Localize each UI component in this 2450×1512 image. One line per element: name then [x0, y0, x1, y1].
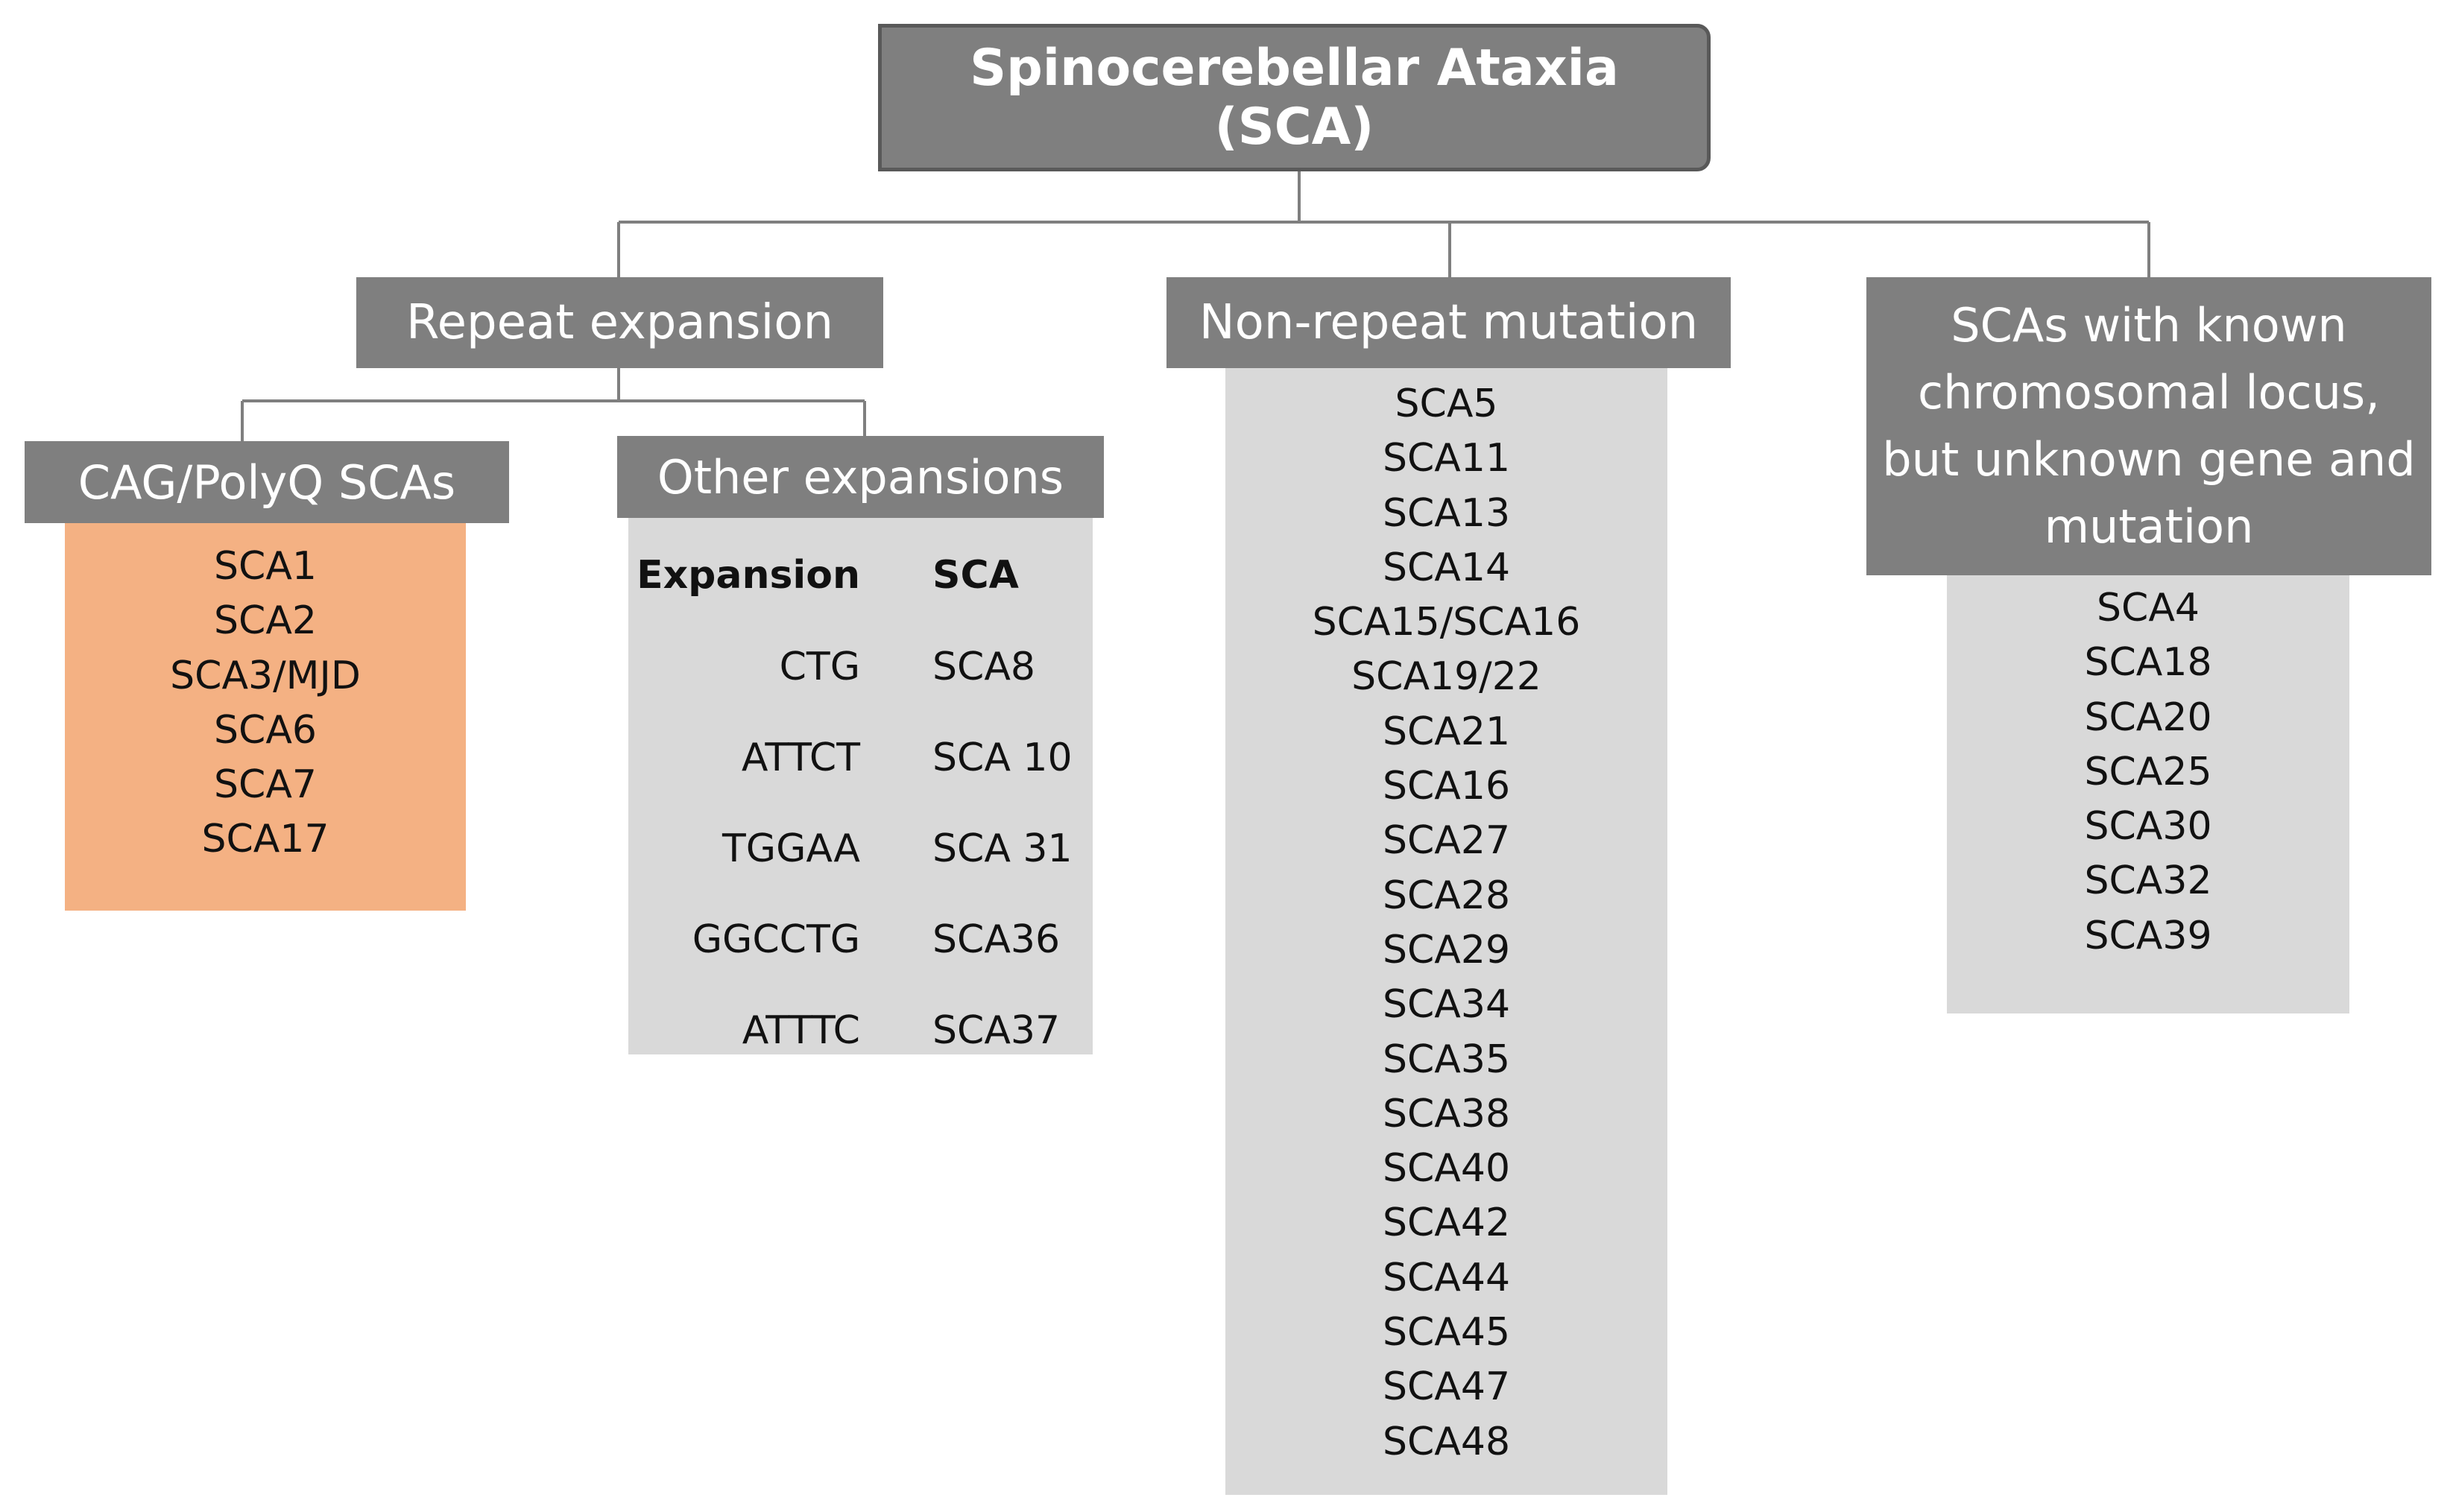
list-item: SCA28 [1382, 873, 1511, 918]
list-item: SCA17 [201, 817, 329, 862]
nonrepeat-panel [1225, 368, 1667, 1495]
unknown-gene-header: SCAs with known chromosomal locus, but u… [1866, 277, 2431, 575]
expansion-cell: ATTCT [741, 736, 860, 780]
nonrepeat-list: SCA5 SCA11 SCA13 SCA14 SCA15/SCA16 SCA19… [1225, 377, 1667, 1470]
list-item: SCA2 [214, 598, 317, 644]
unknown-gene-panel [1947, 574, 2349, 1013]
table-row: ATTCT SCA 10 [628, 732, 1093, 784]
list-item: SCA30 [2084, 804, 2212, 850]
list-item: SCA35 [1382, 1037, 1511, 1082]
cag-polyq-list: SCA1 SCA2 SCA3/MJD SCA6 SCA7 SCA17 [65, 540, 466, 867]
list-item: SCA47 [1382, 1364, 1511, 1410]
repeat-expansion-header: Repeat expansion [356, 277, 883, 368]
list-item: SCA40 [1382, 1146, 1511, 1192]
table-row: ATTTC SCA37 [628, 1005, 1093, 1057]
list-item: SCA3/MJD [170, 653, 361, 698]
list-item: SCA42 [1382, 1201, 1511, 1246]
other-expansions-title: Other expansions [657, 449, 1064, 504]
list-item: SCA20 [2084, 695, 2212, 740]
sca-cell: SCA37 [932, 1008, 1061, 1053]
sca-cell: SCA 31 [932, 826, 1073, 871]
table-header-row: Expansion SCA [628, 549, 1093, 601]
sca-cell: SCA36 [932, 917, 1061, 962]
list-item: SCA18 [2084, 640, 2212, 686]
expansion-cell: CTG [779, 645, 860, 689]
list-item: SCA32 [2084, 858, 2212, 904]
nonrepeat-mutation-title: Non-repeat mutation [1199, 295, 1699, 350]
list-item: SCA44 [1382, 1255, 1511, 1300]
other-expansions-panel: Expansion SCA CTG SCA8 ATTCT SCA 10 TGGA… [628, 516, 1093, 1054]
cag-polyq-panel [65, 522, 466, 911]
list-item: SCA14 [1382, 545, 1511, 590]
nonrepeat-mutation-header: Non-repeat mutation [1166, 277, 1731, 368]
sca-cell: SCA 10 [932, 736, 1073, 780]
list-item: SCA39 [2084, 913, 2212, 958]
list-item: SCA34 [1382, 982, 1511, 1028]
list-item: SCA45 [1382, 1310, 1511, 1356]
list-item: SCA27 [1382, 818, 1511, 864]
root-node: Spinocerebellar Ataxia (SCA) [878, 24, 1711, 171]
other-expansions-header: Other expansions [617, 436, 1104, 518]
list-item: SCA4 [2097, 586, 2200, 630]
list-item: SCA5 [1395, 382, 1498, 426]
unknown-gene-list: SCA4 SCA18 SCA20 SCA25 SCA30 SCA32 SCA39 [1947, 581, 2349, 964]
list-item: SCA11 [1382, 436, 1511, 481]
cag-polyq-header: CAG/PolyQ SCAs [25, 441, 509, 523]
list-item: SCA13 [1382, 490, 1511, 536]
list-item: SCA7 [214, 762, 317, 808]
expansion-cell: ATTTC [742, 1008, 860, 1053]
column-header-expansion: Expansion [637, 553, 860, 598]
expansion-cell: TGGAA [722, 826, 860, 871]
list-item: SCA29 [1382, 927, 1511, 972]
expansion-cell: GGCCTG [692, 917, 860, 962]
unknown-gene-title: SCAs with known chromosomal locus, but u… [1882, 298, 2416, 554]
list-item: SCA38 [1382, 1091, 1511, 1136]
repeat-expansion-title: Repeat expansion [406, 295, 833, 350]
list-item: SCA6 [214, 707, 317, 753]
list-item: SCA16 [1382, 764, 1511, 809]
column-header-sca: SCA [932, 553, 1019, 598]
list-item: SCA15/SCA16 [1312, 600, 1581, 645]
cag-polyq-title: CAG/PolyQ SCAs [78, 455, 456, 510]
sca-cell: SCA8 [932, 645, 1035, 689]
table-row: TGGAA SCA 31 [628, 823, 1093, 875]
list-item: SCA25 [2084, 749, 2212, 794]
list-item: SCA1 [214, 544, 317, 589]
list-item: SCA48 [1382, 1419, 1511, 1464]
table-row: GGCCTG SCA36 [628, 914, 1093, 966]
root-title: Spinocerebellar Ataxia (SCA) [970, 39, 1619, 156]
table-row: CTG SCA8 [628, 641, 1093, 693]
list-item: SCA19/22 [1351, 654, 1541, 700]
list-item: SCA21 [1382, 709, 1511, 754]
